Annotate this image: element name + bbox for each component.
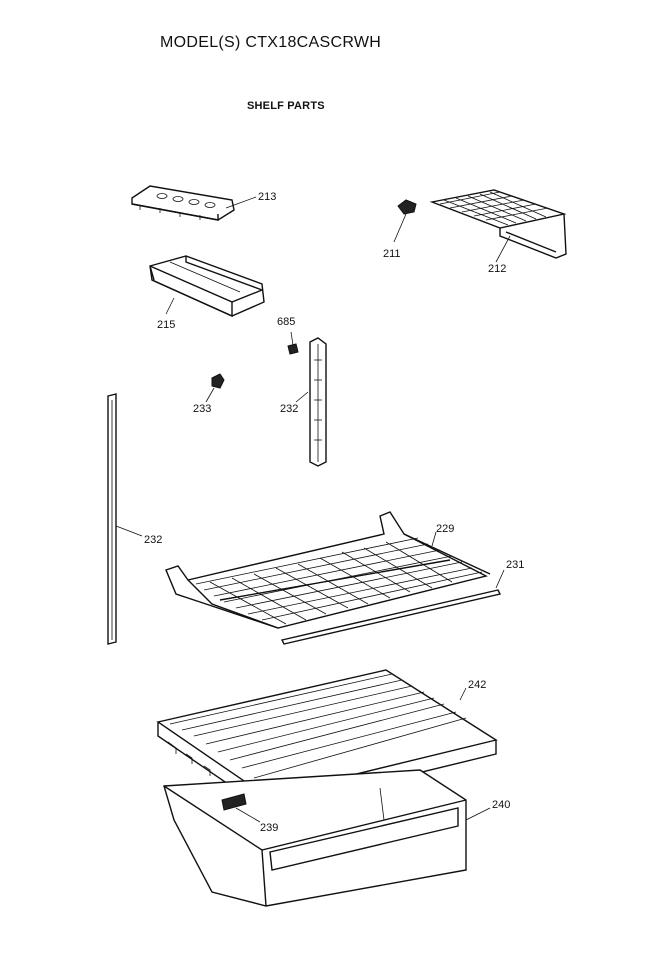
callout-233: 233: [193, 403, 211, 415]
part-232-lower-support: [107, 393, 143, 645]
callout-211: 211: [383, 248, 401, 260]
callout-232-lower: 232: [144, 534, 162, 546]
callout-240: 240: [492, 799, 510, 811]
part-213-tray: [131, 185, 257, 221]
part-231-trim: [280, 569, 505, 645]
callout-242: 242: [468, 679, 486, 691]
callout-212: 212: [488, 263, 506, 275]
callout-231: 231: [506, 559, 524, 571]
part-239-slide: [221, 793, 261, 823]
part-212-wire-shelf: [429, 189, 567, 263]
callout-685: 685: [277, 316, 295, 328]
part-685-screw: [287, 331, 299, 355]
part-229-wire-shelf: [165, 511, 491, 629]
callout-229: 229: [436, 523, 454, 535]
part-232-upper-support: [295, 337, 327, 467]
callout-215: 215: [157, 319, 175, 331]
callout-213: 213: [258, 191, 276, 203]
section-title: SHELF PARTS: [247, 100, 325, 112]
callout-232-upper: 232: [280, 403, 298, 415]
model-title: MODEL(S) CTX18CASCRWH: [160, 34, 382, 51]
part-215-bin: [149, 255, 265, 318]
callout-239: 239: [260, 822, 278, 834]
part-233-clip: [205, 373, 225, 403]
part-211-bumper: [393, 199, 417, 243]
part-240-crisper-pan: [163, 769, 491, 907]
